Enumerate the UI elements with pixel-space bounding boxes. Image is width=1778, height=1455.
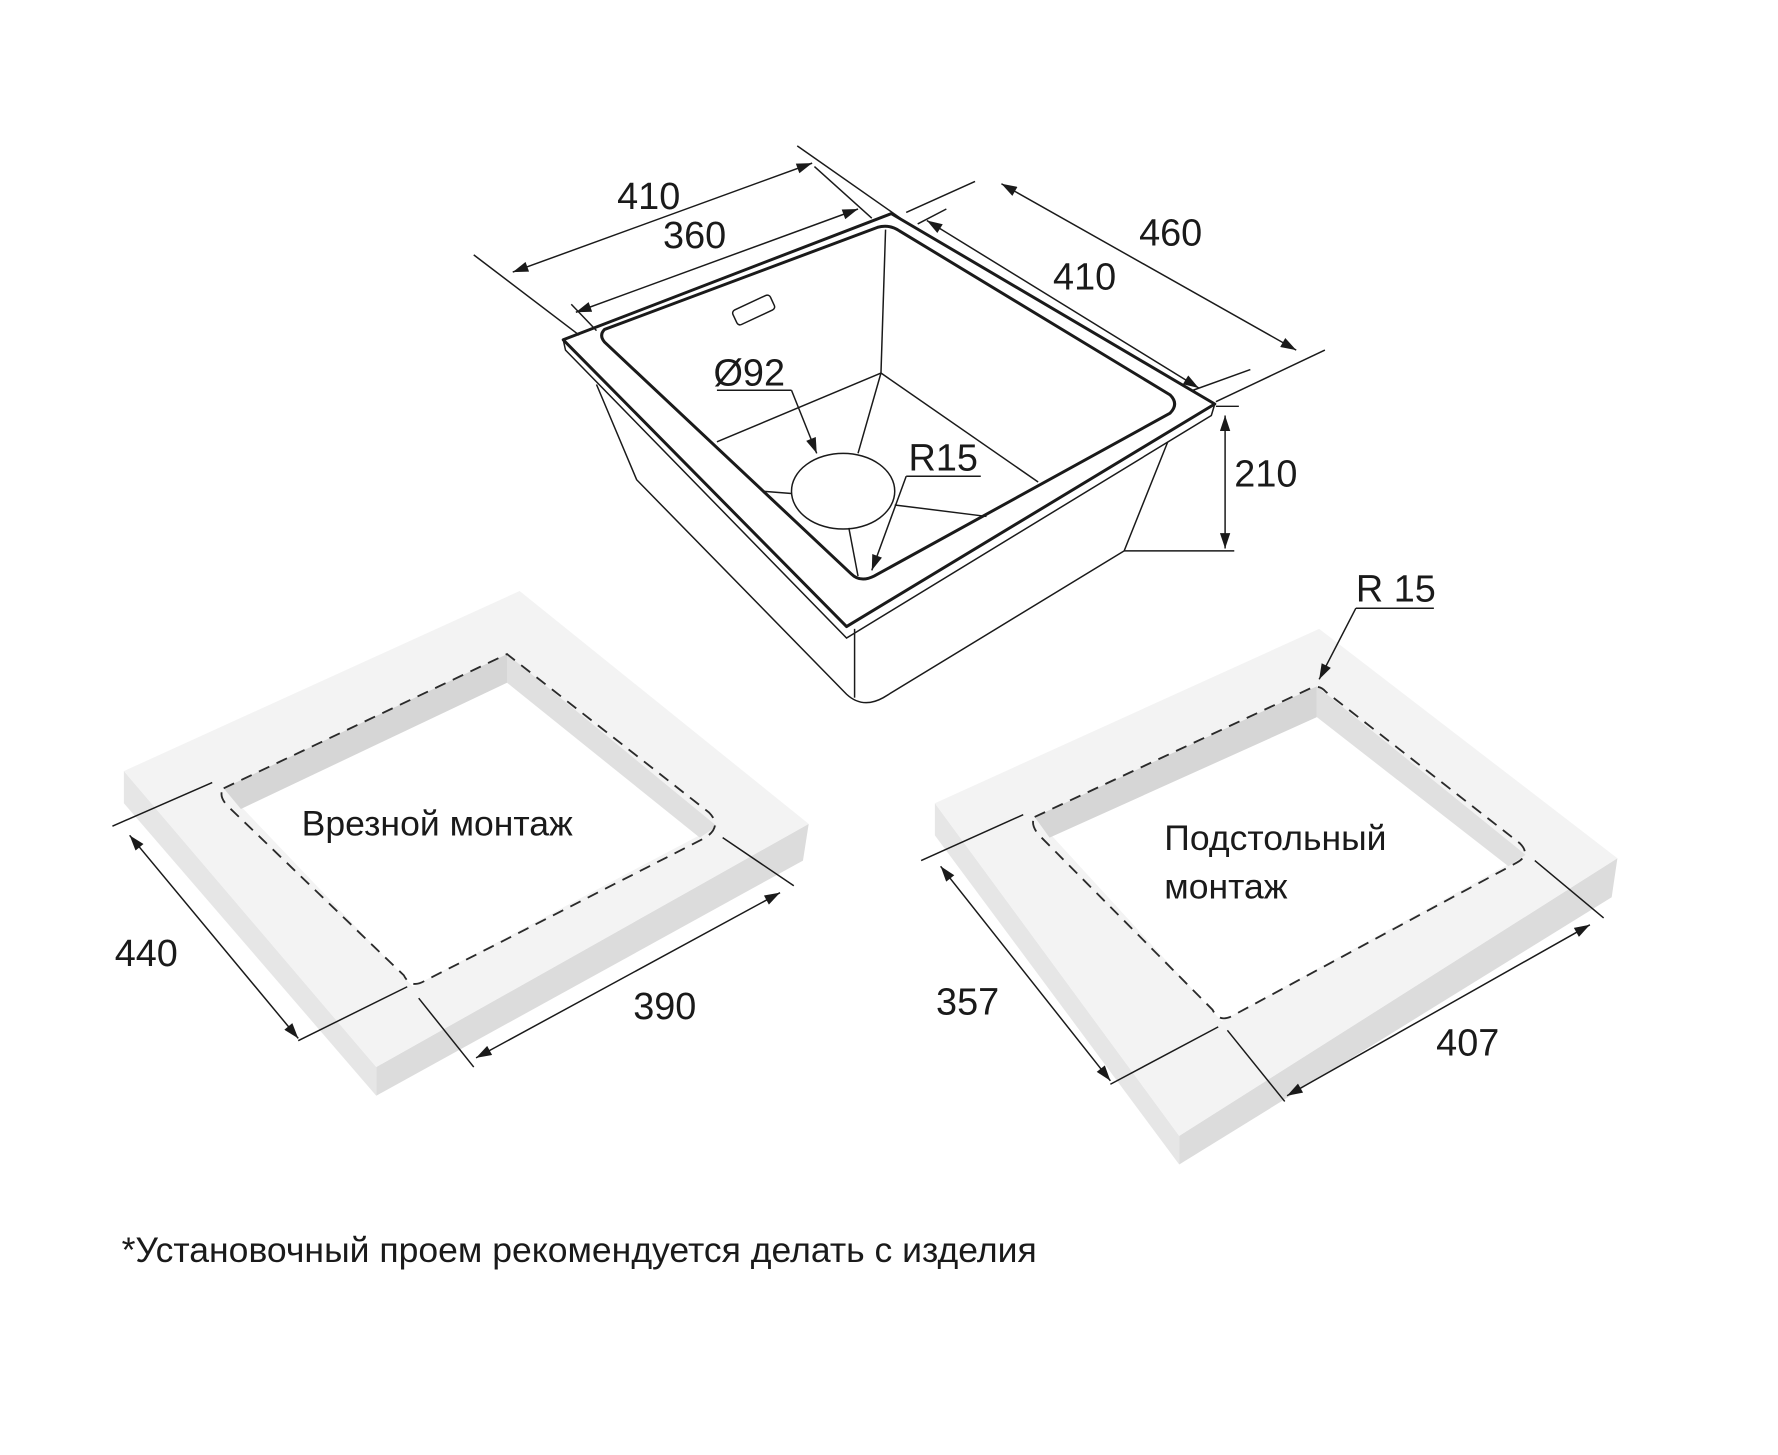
dim-height: 210	[1234, 454, 1297, 496]
dim-inner-width: 360	[663, 215, 726, 257]
undermount-radius: R 15	[1356, 568, 1436, 610]
countertop-undermount: Подстольный монтаж R 15 357 407	[920, 568, 1618, 1165]
undermount-label-line1: Подстольный	[1164, 818, 1386, 858]
dim-outer-width: 410	[617, 176, 680, 218]
undermount-label-line2: монтаж	[1164, 866, 1287, 906]
undermount-width: 407	[1436, 1023, 1499, 1065]
countertop-flush: Врезной монтаж 440 390	[112, 590, 809, 1096]
footnote: *Установочный проем рекомендуется делать…	[122, 1230, 1037, 1270]
undermount-depth: 357	[936, 981, 999, 1023]
sink-isometric	[561, 212, 1217, 704]
dim-outer-depth: 460	[1139, 213, 1202, 255]
dim-inner-depth: 410	[1053, 256, 1116, 298]
drain-hole	[790, 452, 896, 530]
flush-depth: 440	[115, 933, 178, 975]
dim-drain-diameter: Ø92	[713, 353, 785, 395]
flush-mount-label: Врезной монтаж	[302, 803, 573, 843]
flush-width: 390	[633, 986, 696, 1028]
brand-logo	[731, 294, 776, 326]
sink-dimensions: 410 360 460 410 210 Ø92 R15	[473, 145, 1326, 571]
dim-corner-radius: R15	[909, 438, 978, 480]
